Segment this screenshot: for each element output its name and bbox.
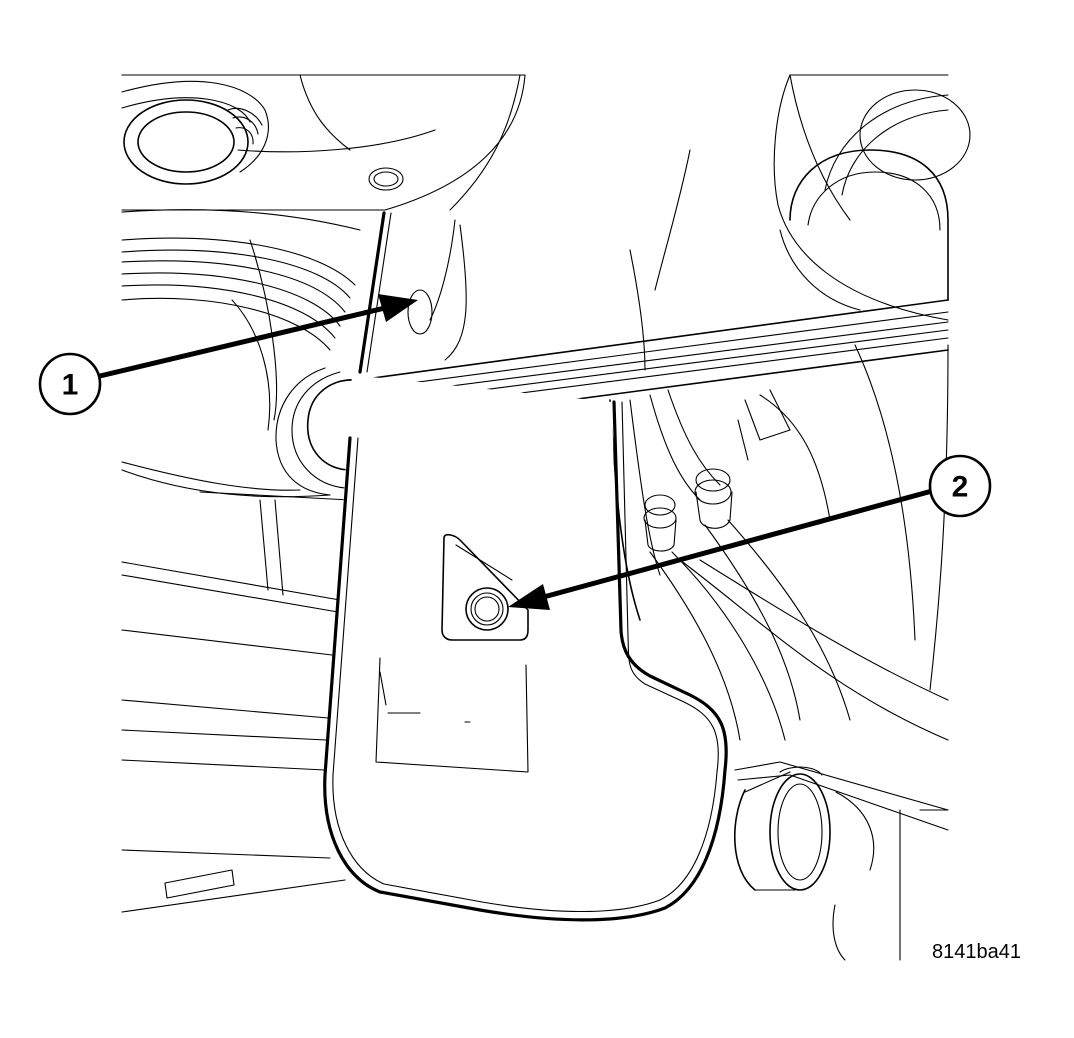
lower-left-pulley (121, 209, 361, 501)
bolt (465, 587, 509, 631)
callout-arrow-1 (99, 294, 418, 379)
upper-left-pulley (121, 74, 526, 211)
callout-arrow-2 (508, 488, 933, 610)
callout-1: 1 (38, 352, 102, 416)
callout-2-number: 2 (952, 471, 969, 504)
left-structure (121, 499, 346, 913)
serpentine-belt (275, 299, 949, 496)
hose-clamp (733, 761, 949, 961)
figure-id: 8141ba41 (932, 941, 1021, 963)
bracket (323, 211, 728, 922)
callout-1-number: 1 (62, 369, 79, 402)
hose-lines (609, 344, 949, 741)
upper-right-pulley (773, 74, 971, 321)
callout-2: 2 (928, 454, 992, 518)
engine-housing (407, 74, 691, 371)
